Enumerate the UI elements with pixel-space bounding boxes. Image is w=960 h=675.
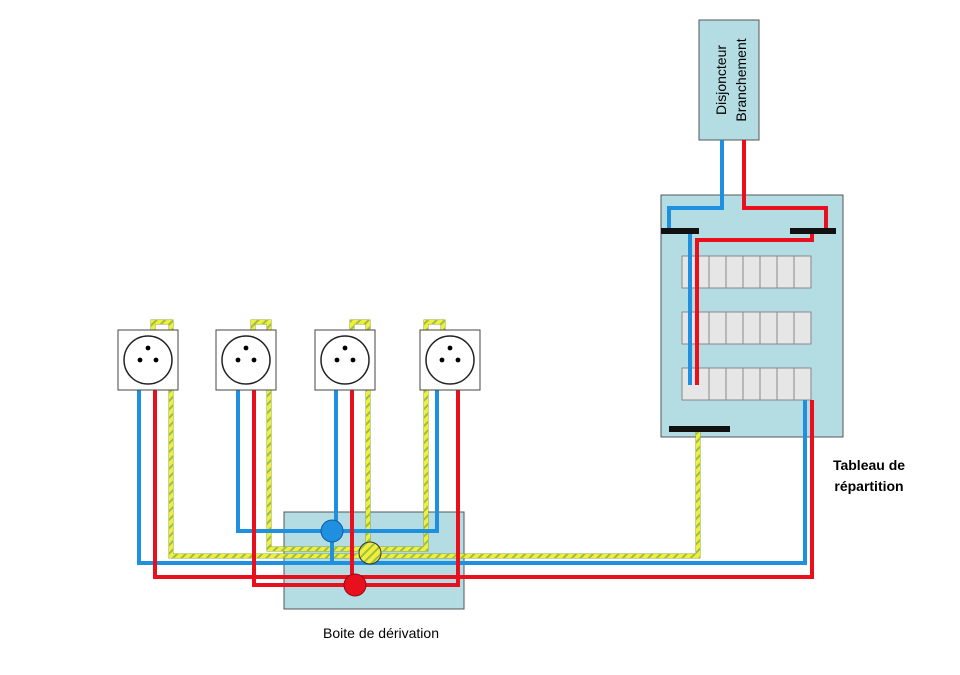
outlet-4: [419, 329, 481, 391]
outlet-face: [320, 335, 370, 385]
earth-busbar: [669, 426, 730, 432]
earth-wire-socket-3-core: [350, 320, 370, 553]
breaker-label-line1: Disjoncteur: [713, 45, 729, 115]
breaker-module: [725, 367, 744, 401]
neutral-wire-supply: [667, 140, 724, 228]
breaker-module: [708, 367, 727, 401]
earth-wire-socket-2-core: [251, 320, 370, 551]
earth-pin: [243, 345, 249, 351]
earth-wire-main-core: [169, 363, 700, 558]
live-connector: [343, 573, 367, 597]
breaker-module: [725, 311, 744, 345]
earth-wires: [150, 319, 701, 559]
breaker-module: [742, 311, 761, 345]
outlet-face: [221, 335, 271, 385]
outlet-2: [215, 329, 277, 391]
panel-label-line2: répartition: [834, 478, 903, 494]
breaker-module: [708, 255, 727, 289]
live-wire-socket-4: [355, 360, 460, 587]
breaker-module: [793, 367, 812, 401]
junction-box-label: Boite de dérivation: [323, 625, 439, 641]
neutral-hole: [439, 357, 445, 363]
outlet-face: [123, 335, 173, 385]
breaker-module: [776, 255, 795, 289]
neutral-wire-socket-4: [332, 360, 439, 533]
earth-pin: [447, 345, 453, 351]
earth-wire-socket-4-core: [370, 320, 445, 551]
live-hole: [251, 357, 257, 363]
live-wire-supply: [742, 140, 828, 228]
earth-connector: [358, 541, 382, 565]
neutral-connector: [320, 519, 344, 543]
breaker-module: [759, 255, 778, 289]
breaker-module: [759, 311, 778, 345]
panel-label-line1: Tableau de: [833, 457, 905, 473]
breaker-module: [742, 255, 761, 289]
neutral-busbar: [661, 228, 699, 234]
outlet-1: [117, 329, 179, 391]
live-wire-socket-2: [252, 360, 355, 587]
earth-pin: [342, 345, 348, 351]
breaker-row-3: [681, 367, 812, 401]
breaker-module: [742, 367, 761, 401]
breaker-module: [793, 255, 812, 289]
outlet-3: [314, 329, 376, 391]
breaker-row-1: [681, 255, 812, 289]
breaker-box: [698, 19, 760, 141]
neutral-wire-socket-2: [236, 360, 332, 533]
neutral-hole: [137, 357, 143, 363]
breaker-module: [708, 311, 727, 345]
live-busbar: [790, 228, 836, 234]
breaker-module: [793, 311, 812, 345]
live-hole: [455, 357, 461, 363]
breaker-row-2: [681, 311, 812, 345]
breaker-module: [725, 255, 744, 289]
neutral-wire-socket-1: [137, 360, 807, 565]
live-wire-panel-top: [695, 234, 814, 385]
neutral-hole: [235, 357, 241, 363]
live-wire-socket-1: [153, 360, 814, 579]
breaker-module: [776, 367, 795, 401]
live-hole: [153, 357, 159, 363]
live-hole: [350, 357, 356, 363]
outlets: [117, 329, 481, 391]
breaker-label-line2: Branchement: [733, 38, 749, 121]
breaker-module: [759, 367, 778, 401]
breaker-module: [776, 311, 795, 345]
breaker-rows: [681, 255, 812, 401]
live-wires: [153, 140, 828, 587]
earth-pin: [145, 345, 151, 351]
outlet-face: [425, 335, 475, 385]
neutral-hole: [334, 357, 340, 363]
